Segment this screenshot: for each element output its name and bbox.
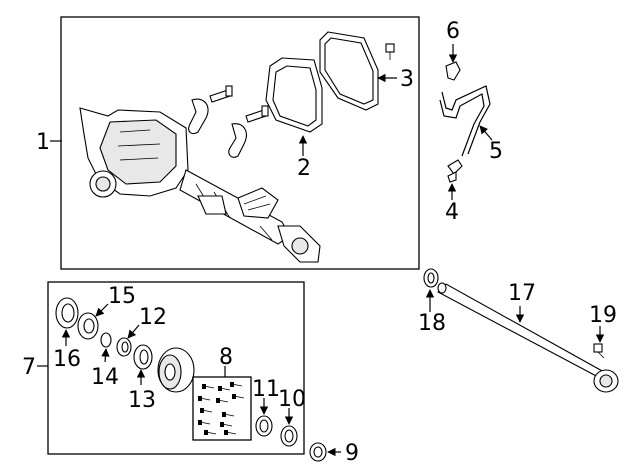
callout-labels: 1 2 3 4 5 6 7 8 9 10 11 12 13 14 15 16 1… (22, 19, 617, 466)
callout-4: 4 (445, 200, 459, 225)
wheel-bearing[interactable] (133, 344, 153, 370)
wheel-studs[interactable] (198, 382, 245, 435)
bearing-retainer[interactable] (255, 415, 273, 437)
callout-18: 18 (418, 311, 446, 336)
wheel-hub[interactable] (157, 347, 195, 393)
axle-shaft-seal[interactable] (423, 268, 439, 288)
bearing-race[interactable] (116, 337, 132, 357)
differential-cover-gasket[interactable] (265, 57, 323, 133)
axle-bracket[interactable] (188, 98, 247, 158)
callout-6: 6 (446, 19, 460, 44)
leader-lines (37, 44, 605, 457)
vent-tube[interactable] (439, 85, 491, 157)
callout-9: 9 (345, 441, 359, 466)
axle-shaft[interactable] (437, 282, 619, 393)
vent-fitting[interactable] (447, 159, 463, 183)
outer-axle-seal[interactable] (55, 297, 79, 329)
callout-12: 12 (139, 305, 167, 330)
axle-shaft-bolt[interactable] (593, 343, 605, 359)
callout-11: 11 (252, 377, 280, 402)
callout-1: 1 (36, 130, 50, 155)
snap-ring[interactable] (100, 332, 112, 348)
axle-housing-group-box (60, 16, 420, 270)
callout-2: 2 (297, 156, 311, 181)
callout-5: 5 (489, 139, 503, 164)
callout-15: 15 (108, 284, 136, 309)
differential-cover[interactable] (319, 31, 379, 111)
axle-housing-assembly[interactable] (79, 107, 321, 263)
bracket-bolt[interactable] (209, 85, 269, 123)
callout-14: 14 (91, 365, 119, 390)
callout-16: 16 (53, 347, 81, 372)
callout-19: 19 (589, 303, 617, 328)
callout-10: 10 (278, 387, 306, 412)
callout-8: 8 (219, 345, 233, 370)
hub-bearing-group-box (47, 281, 305, 455)
wheel-stud-group-box (192, 376, 252, 441)
axle-end-seal[interactable] (309, 442, 327, 462)
vent-clip[interactable] (445, 61, 461, 81)
callout-7: 7 (22, 355, 36, 380)
callout-3: 3 (400, 67, 414, 92)
inner-axle-seal[interactable] (77, 312, 99, 340)
hub-seal[interactable] (280, 425, 298, 447)
callout-13: 13 (128, 388, 156, 413)
callout-17: 17 (508, 281, 536, 306)
cover-bolt[interactable] (385, 43, 395, 60)
